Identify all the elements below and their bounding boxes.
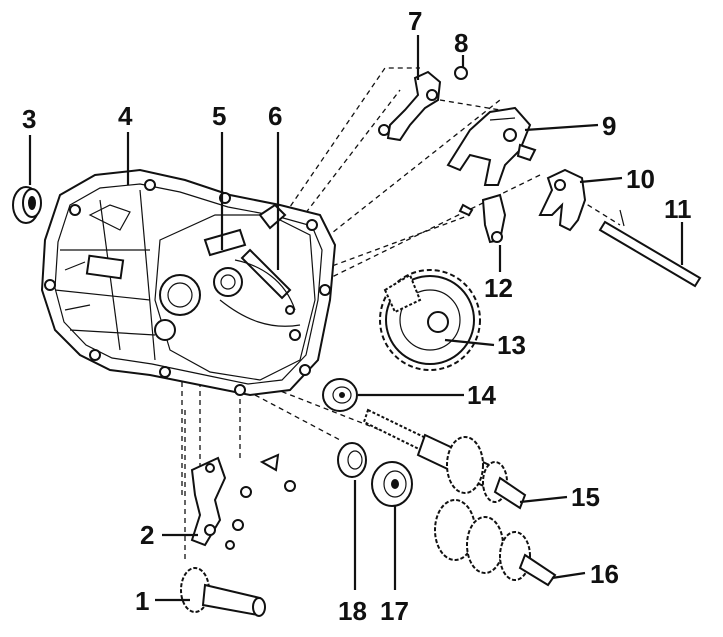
callout-3: 3 [22, 104, 36, 134]
oil-seal [12, 186, 42, 224]
bearing-14 [322, 378, 358, 412]
transmission-housing [40, 168, 337, 397]
callout-4: 4 [118, 101, 133, 131]
callout-6: 6 [268, 101, 282, 131]
callout-12: 12 [484, 273, 513, 303]
callout-labels: 3 4 5 6 7 8 9 10 11 12 13 14 15 16 17 18… [22, 6, 692, 626]
interlock-plate [458, 193, 507, 244]
callout-13: 13 [497, 330, 526, 360]
callout-14: 14 [467, 380, 496, 410]
input-shaft [362, 408, 568, 510]
callout-1: 1 [135, 586, 149, 616]
callout-7: 7 [408, 6, 422, 36]
leader-lines [28, 35, 684, 602]
callout-8: 8 [454, 28, 468, 58]
bearing-ring-18 [337, 442, 367, 478]
callout-17: 17 [380, 596, 409, 626]
shift-fork-small [538, 168, 587, 232]
output-shaft [434, 499, 586, 587]
callout-9: 9 [602, 111, 616, 141]
callout-18: 18 [338, 596, 367, 626]
callout-10: 10 [626, 164, 655, 194]
shift-lever [378, 70, 442, 142]
callout-11: 11 [664, 194, 692, 224]
shift-mechanism [190, 453, 296, 550]
callout-16: 16 [590, 559, 619, 589]
shift-fork-large [446, 106, 537, 186]
bearing-17 [371, 461, 413, 507]
differential-gear [379, 269, 481, 371]
detent-ball [454, 66, 468, 80]
callout-2: 2 [140, 520, 154, 550]
reverse-idler-gear [180, 567, 266, 617]
callout-15: 15 [571, 482, 600, 512]
callout-5: 5 [212, 101, 226, 131]
shift-rod [598, 209, 702, 288]
